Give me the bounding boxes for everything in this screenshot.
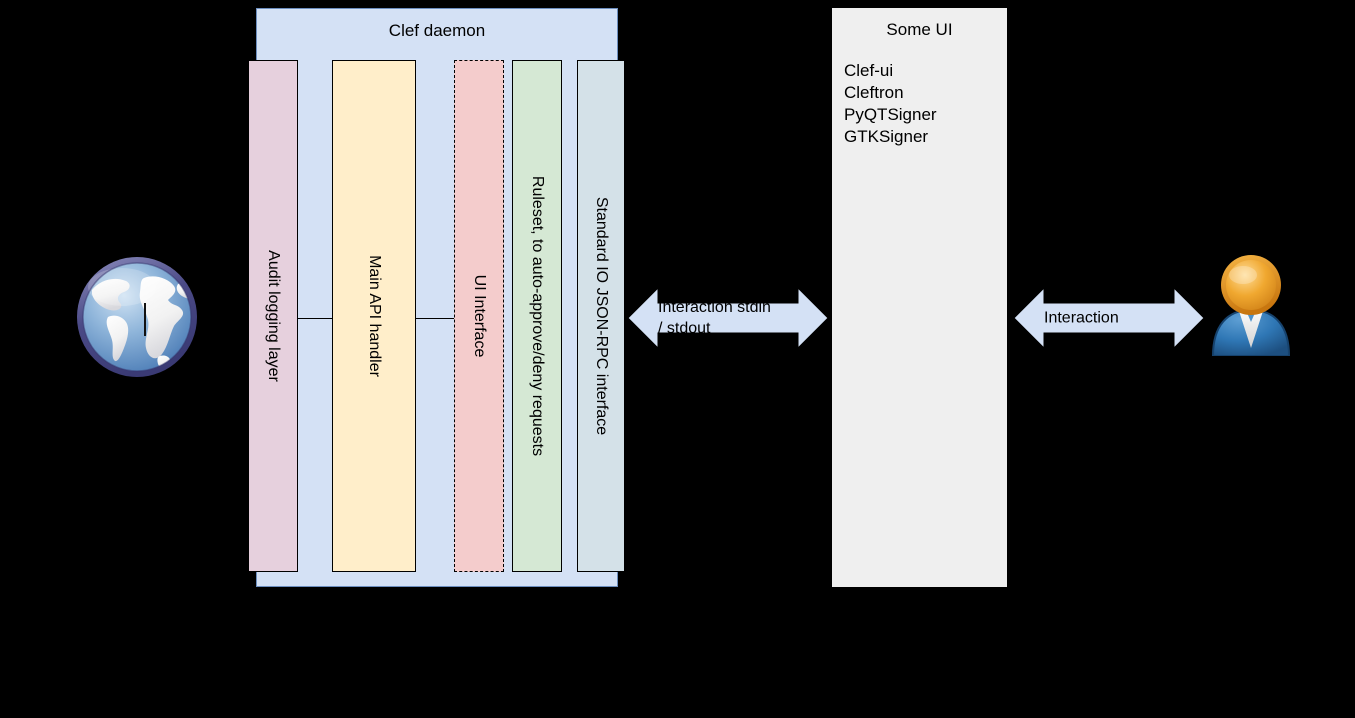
some-ui-list: Clef-ui Cleftron PyQTSigner GTKSigner: [844, 60, 937, 148]
connector-audit-to-mainapi: [298, 318, 332, 319]
user-arrow: Interaction: [1014, 273, 1204, 363]
list-item: Clef-ui: [844, 61, 894, 80]
box-standard-io-json-rpc[interactable]: Standard IO JSON-RPC interface: [577, 60, 625, 572]
globe-connector-tick: [144, 303, 146, 336]
box-audit-logging-layer[interactable]: Audit logging layer: [248, 60, 298, 572]
stdio-arrow: Interaction stdin / stdout: [628, 273, 828, 363]
box-label-ruleset: Ruleset, to auto-approve/deny requests: [529, 175, 546, 457]
stdio-arrow-label: Interaction stdin / stdout: [658, 299, 771, 337]
box-label-audit-logging-layer: Audit logging layer: [265, 250, 282, 382]
list-item: GTKSigner: [844, 127, 929, 146]
box-label-main-api-handler: Main API handler: [366, 255, 383, 377]
box-ruleset[interactable]: Ruleset, to auto-approve/deny requests: [512, 60, 562, 572]
some-ui-panel: Some UI Clef-ui Cleftron PyQTSigner GTKS…: [832, 8, 1007, 587]
user-arrow-label: Interaction: [1044, 309, 1119, 327]
connector-mainapi-to-uiinterface: [416, 318, 454, 319]
box-ui-interface[interactable]: UI Interface: [454, 60, 504, 572]
box-main-api-handler[interactable]: Main API handler: [332, 60, 416, 572]
list-item: PyQTSigner: [844, 105, 937, 124]
box-label-ui-interface: UI Interface: [471, 274, 488, 358]
box-label-standard-io-json-rpc: Standard IO JSON-RPC interface: [593, 196, 610, 436]
some-ui-title: Some UI: [886, 20, 953, 39]
clef-daemon-title: Clef daemon: [388, 21, 486, 40]
list-item: Cleftron: [844, 83, 904, 102]
globe-icon: [74, 254, 200, 380]
clef-daemon-container: Clef daemon: [256, 8, 618, 587]
user-icon: [1203, 252, 1299, 357]
